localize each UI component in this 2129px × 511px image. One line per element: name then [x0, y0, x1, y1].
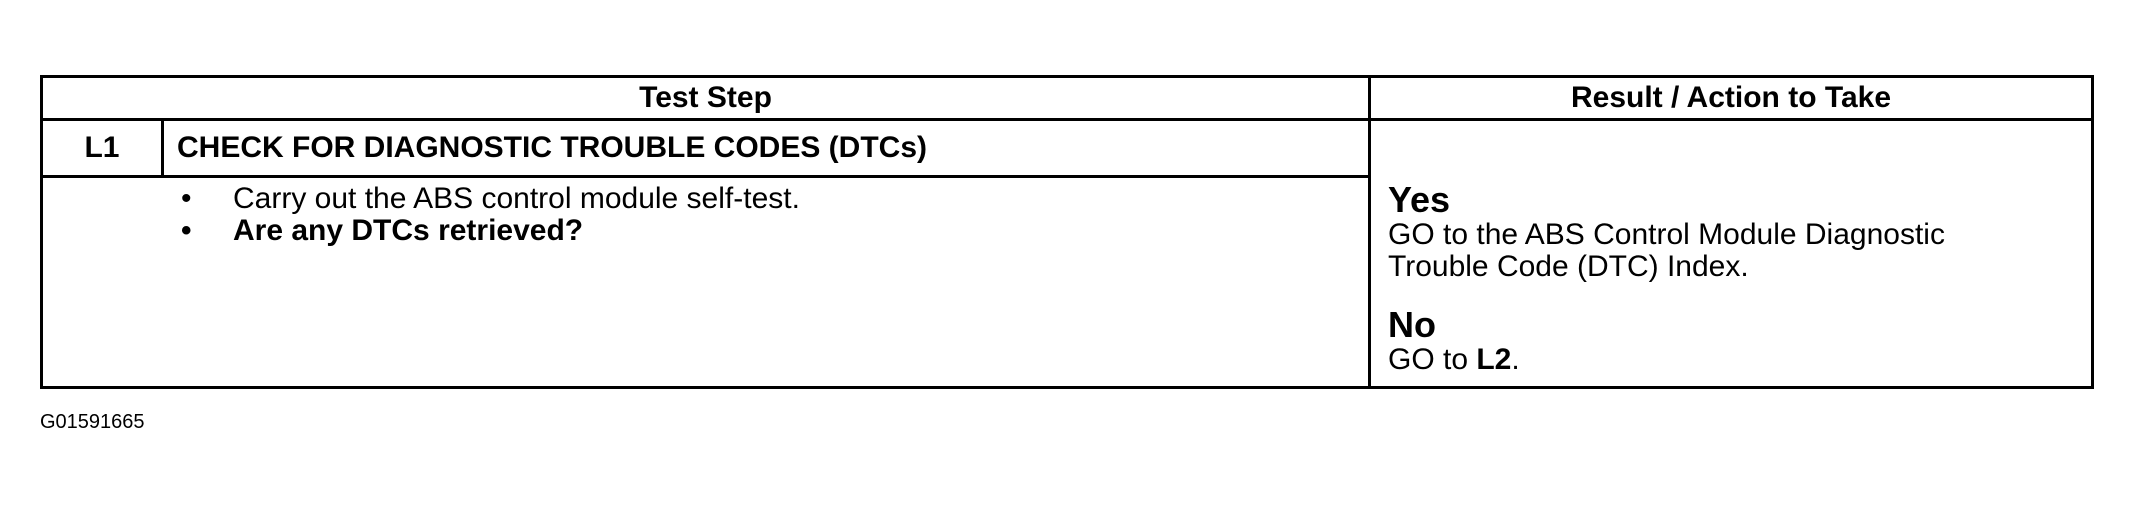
figure-id: G01591665 [40, 411, 145, 433]
result-no-suffix: . [1511, 343, 1520, 376]
result-no-prefix: GO to [1388, 343, 1477, 376]
list-item: • Are any DTCs retrieved? [175, 215, 800, 247]
list-item: • Carry out the ABS control module self-… [175, 183, 800, 215]
bullet-text: Carry out the ABS control module self-te… [233, 182, 800, 215]
step-title: CHECK FOR DIAGNOSTIC TROUBLE CODES (DTCs… [177, 131, 927, 164]
result-no-target: L2 [1476, 343, 1512, 376]
result-yes: Yes GO to the ABS Control Module Diagnos… [1388, 181, 1945, 283]
step-id-divider [161, 118, 164, 175]
result-no-action: GO to L2. [1388, 344, 1520, 376]
bullet-text: Are any DTCs retrieved? [233, 214, 584, 247]
header-divider [43, 118, 2091, 121]
result-yes-line1: GO to the ABS Control Module Diagnostic [1388, 218, 1945, 251]
result-no-label: No [1388, 304, 1436, 345]
header-result-action: Result / Action to Take [1570, 81, 1892, 114]
bullet-icon: • [181, 214, 192, 247]
column-divider [1368, 78, 1371, 386]
step-id: L1 [84, 131, 120, 164]
step-divider [43, 175, 1368, 178]
result-yes-line2: Trouble Code (DTC) Index. [1388, 250, 1749, 283]
header-test-step: Test Step [639, 81, 772, 114]
bullet-icon: • [181, 182, 192, 215]
result-no: No GO to L2. [1388, 306, 1520, 376]
result-yes-label: Yes [1388, 179, 1451, 220]
diagnostic-table: Test Step Result / Action to Take L1 CHE… [40, 75, 2094, 389]
step-bullet-list: • Carry out the ABS control module self-… [175, 183, 800, 247]
